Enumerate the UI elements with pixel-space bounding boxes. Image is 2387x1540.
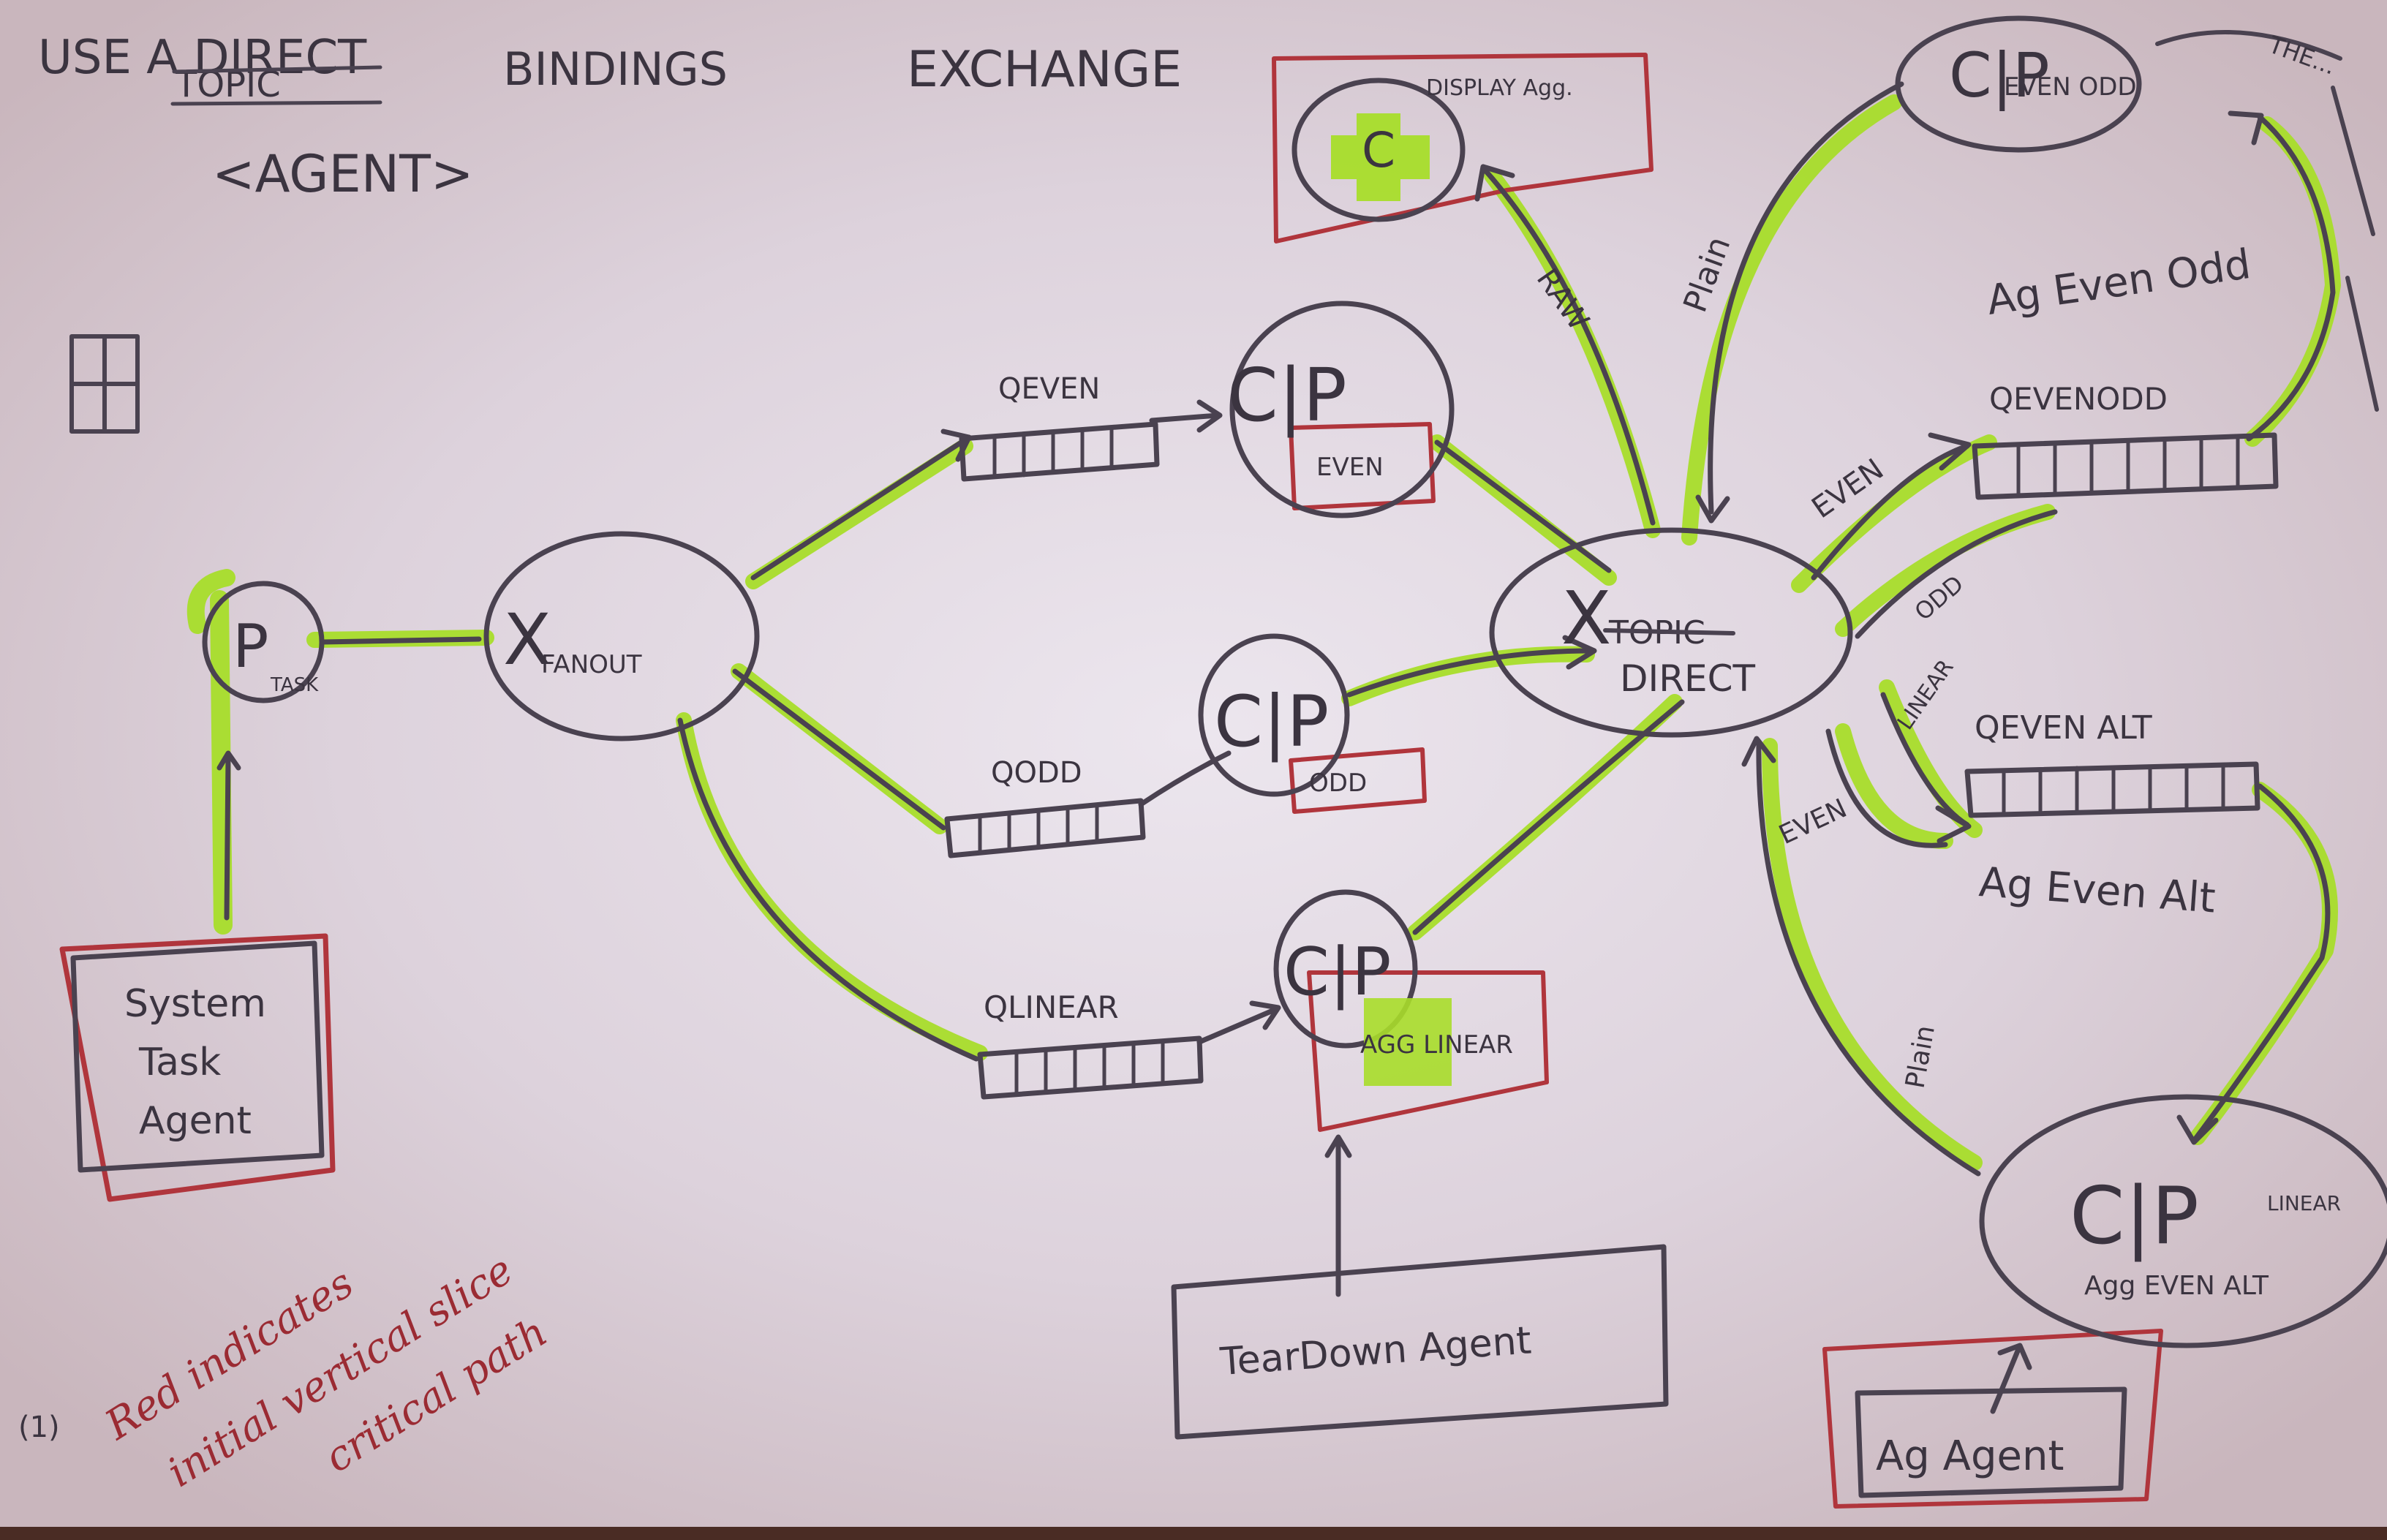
node-x-direct: X TOPIC DIRECT: [1489, 527, 1853, 738]
node-letter: C|P: [1949, 39, 2050, 111]
node-cp-linear: C|P AGG LINEAR: [1273, 889, 1513, 1086]
node-c-display: C DISPLAY Agg.: [1291, 75, 1573, 222]
node-p-task: P TASK: [202, 581, 325, 703]
queue-label: QEVEN ALT: [1975, 709, 2152, 747]
queue-even-alt: QEVEN ALT: [1964, 709, 2260, 818]
node-cp-odd: C|P ODD: [1198, 633, 1367, 798]
node-x-fanout: X FANOUT: [483, 531, 760, 741]
node-sub: DIRECT: [1620, 657, 1755, 700]
node-sub: Agg EVEN ALT: [2084, 1271, 2269, 1301]
node-letter: C: [1362, 122, 1395, 178]
header-agent: <AGENT>: [212, 144, 474, 204]
box-line-3: Agent: [139, 1099, 252, 1143]
node-tag: EVEN: [1316, 453, 1384, 482]
header-bindings: BINDINGS: [503, 42, 728, 96]
node-tag: ODD: [1309, 769, 1367, 798]
red-boxes: [59, 53, 2163, 1509]
node-tag: AGG LINEAR: [1360, 1030, 1513, 1060]
box-label: Ag Agent: [1876, 1433, 2064, 1480]
note-number: (1): [18, 1411, 60, 1444]
box-system-task-agent: System Task Agent: [70, 940, 325, 1173]
node-cp-even: C|P EVEN: [1227, 301, 1455, 518]
node-letter: X: [503, 599, 551, 681]
node-cp-even-odd: C|P EVEN ODD: [1895, 15, 2142, 153]
underline: [170, 100, 382, 106]
queue-label: QEVEN: [998, 372, 1100, 406]
node-sub: FANOUT: [541, 650, 642, 679]
paper-bottom-edge: [0, 1527, 2387, 1540]
header: USE A DIRECT TOPIC BINDINGS EXCHANGE <AG…: [38, 31, 1182, 204]
grid-icon: [69, 334, 140, 434]
node-sub: EVEN ODD: [2004, 72, 2137, 102]
node-side: LINEAR: [2267, 1191, 2341, 1215]
queue-linear: QLINEAR: [977, 989, 1204, 1100]
queue-odd: QODD: [944, 756, 1146, 858]
node-letter: C|P: [1214, 681, 1329, 763]
queue-label: QEVENODD: [1989, 381, 2168, 417]
node-sub: TASK: [270, 674, 319, 696]
header-exchange: EXCHANGE: [907, 41, 1182, 99]
node-cp-agg-even-alt: C|P Agg EVEN ALT LINEAR: [1979, 1094, 2387, 1348]
node-letter: C|P: [1283, 934, 1391, 1011]
edges: [216, 30, 2379, 1414]
queue-even: QEVEN: [959, 372, 1160, 482]
green-fill: [1364, 998, 1452, 1086]
node-letter: P: [233, 612, 268, 682]
node-label: DISPLAY Agg.: [1426, 75, 1573, 101]
strikethrough: [1603, 628, 1735, 635]
node-letter: X: [1561, 575, 1612, 661]
green-cross: [1331, 113, 1430, 201]
queue-even-odd: QEVENODD: [1972, 381, 2279, 500]
box-line-2: Task: [138, 1041, 221, 1084]
box-line-1: System: [124, 982, 266, 1026]
underline: [172, 65, 382, 74]
node-letter: C|P: [2070, 1171, 2199, 1262]
header-use-a: USE A DIRECT: [38, 31, 367, 85]
queue-label: QLINEAR: [984, 989, 1119, 1025]
queue-label: QODD: [991, 756, 1082, 790]
box-agg-agent: Ag Agent: [1855, 1386, 2127, 1498]
node-letter: C|P: [1227, 352, 1347, 438]
